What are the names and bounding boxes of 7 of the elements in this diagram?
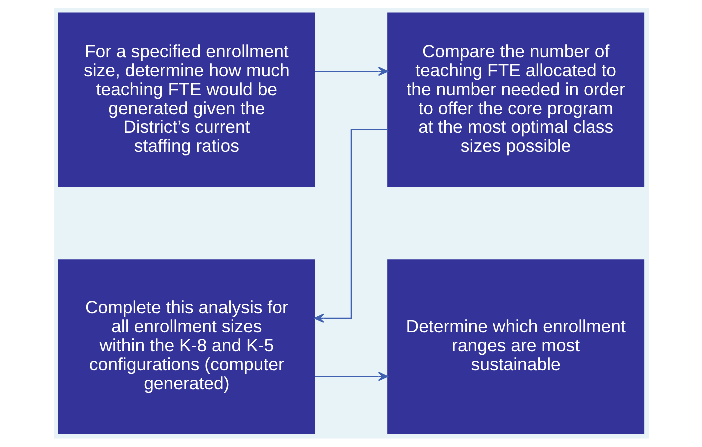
- arrow: [314, 66, 388, 76]
- node-box: Determine which enrollment ranges are most sustainable: [387, 260, 644, 434]
- arrow: [314, 129, 388, 324]
- node-box: Complete this analysis for all enrollment sizes within the K-8 and K-5 configurations (computer generated): [58, 260, 315, 434]
- node-box: Compare the number of teaching FTE allocated to the number needed in order to offer the core program at the most optimal class sizes possible: [387, 12, 644, 188]
- arrow: [314, 372, 388, 382]
- node-box: For a specified enrollment size, determine how much teaching FTE would be generated given the District’s current staffing ratios: [58, 12, 315, 188]
